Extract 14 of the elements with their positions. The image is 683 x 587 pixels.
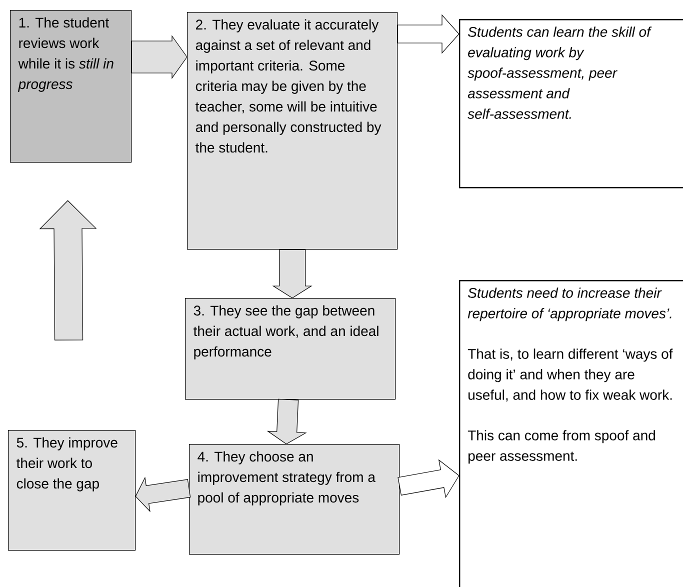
process-box: 3. They see the gap between their actual work, and an ideal performance bbox=[185, 298, 396, 400]
block-arrow bbox=[272, 249, 312, 298]
block-arrow bbox=[39, 200, 97, 340]
process-box: 5. They improve their work to close the gap bbox=[8, 430, 136, 551]
block-arrow bbox=[131, 35, 188, 79]
process-box: 2. They evaluate it accurately against a set of relevant and important criteria. Some criteria may be given by the teacher, some will be intuitive and personally constructed by the student. bbox=[187, 12, 398, 250]
block-arrow bbox=[397, 14, 460, 54]
note-box: Students need to increase their repertoire of ‘appropriate moves’. That is, to learn different ‘ways of doing it’ and when they are useful, and how to fix weak work. This can come from spoof and peer assessment. bbox=[459, 280, 683, 587]
block-arrow bbox=[135, 476, 191, 512]
process-box: 4. They choose an improvement strategy from a pool of appropriate moves bbox=[189, 444, 400, 555]
block-arrow bbox=[266, 398, 307, 444]
process-box: 1. The student reviews work while it is still in progress bbox=[10, 10, 132, 163]
note-box: Students can learn the skill of evaluating work by spoof-assessment, peer assessment and self-assessment. bbox=[459, 19, 683, 188]
block-arrow bbox=[398, 459, 460, 498]
